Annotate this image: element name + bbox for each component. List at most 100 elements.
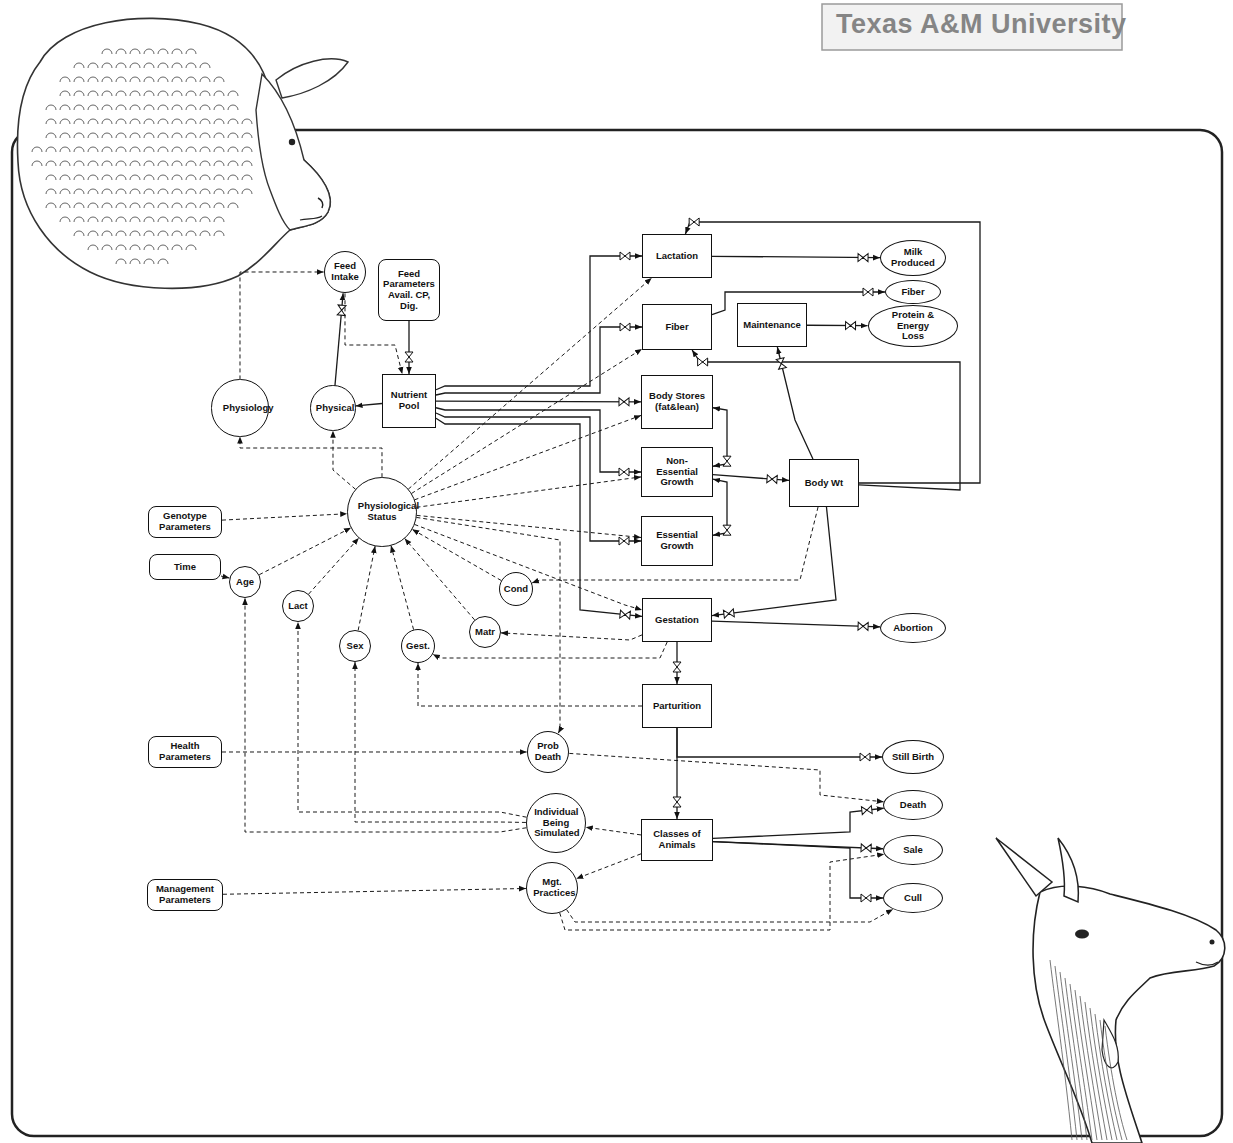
- wool-curl: [214, 203, 224, 208]
- node-text: Gest.: [406, 641, 430, 652]
- auxiliary-circle: Physiological Status: [347, 477, 417, 547]
- wool-curl: [172, 245, 182, 250]
- wool-curl: [88, 203, 98, 208]
- wool-curl: [186, 217, 196, 222]
- valve-symbol: [858, 254, 868, 262]
- wool-curl: [200, 231, 210, 236]
- stock-box: Maintenance: [737, 303, 807, 347]
- goat-illustration: [996, 838, 1225, 1143]
- wool-curl: [158, 175, 168, 180]
- wool-curl: [60, 147, 70, 152]
- wool-curl: [144, 77, 154, 82]
- node-text: Sale: [903, 845, 923, 856]
- wool-curl: [214, 119, 224, 124]
- info-arrow: [259, 528, 351, 575]
- info-arrow: [408, 278, 651, 489]
- wool-curl: [60, 217, 70, 222]
- wool-curl: [158, 189, 168, 194]
- sink-cloud: Death: [883, 790, 943, 820]
- wool-curl: [60, 175, 70, 180]
- wool-curl: [186, 105, 196, 110]
- sheep-mouth: [300, 216, 322, 220]
- wool-curl: [200, 77, 210, 82]
- auxiliary-circle: Lact: [282, 590, 314, 622]
- wool-curl: [130, 77, 140, 82]
- wool-curl: [60, 161, 70, 166]
- wool-curl: [214, 189, 224, 194]
- wool-curl: [186, 231, 196, 236]
- goat-wattle: [1102, 1020, 1118, 1068]
- auxiliary-circle: Physiology: [211, 379, 268, 436]
- info-arrow: [586, 827, 641, 835]
- info-arrow: [576, 854, 641, 879]
- info-arrow: [240, 272, 324, 379]
- info-arrow: [405, 538, 475, 619]
- node-text: Essential Growth: [646, 530, 708, 551]
- stock-box: Body Stores (fat&lean): [641, 375, 713, 429]
- wool-curl: [130, 245, 140, 250]
- sink-cloud: Sale: [883, 835, 943, 865]
- wool-curl: [88, 175, 98, 180]
- flow-arrow: [436, 413, 641, 541]
- flow-arrow: [712, 507, 836, 616]
- wool-curl: [102, 77, 112, 82]
- wool-curl: [144, 63, 154, 68]
- sink-cloud: Fiber: [885, 280, 941, 304]
- wool-curl: [144, 175, 154, 180]
- shading-stroke: [1070, 984, 1092, 1140]
- wool-curl: [130, 259, 140, 264]
- stock-box: Nutrient Pool: [382, 374, 436, 428]
- wool-curl: [88, 217, 98, 222]
- wool-curl: [186, 133, 196, 138]
- wool-curl: [144, 91, 154, 96]
- valve-group: [337, 218, 873, 902]
- wool-curl: [172, 147, 182, 152]
- node-text: Individual Being Simulated: [534, 807, 578, 839]
- node-text: Cull: [904, 893, 922, 904]
- goat-mouth: [1196, 962, 1218, 965]
- wool-curl: [144, 133, 154, 138]
- sheep-ear: [276, 59, 348, 98]
- info-arrow: [391, 546, 414, 630]
- wool-curl: [60, 119, 70, 124]
- wool-curl: [242, 189, 252, 194]
- wool-curl: [74, 189, 84, 194]
- wool-curl: [228, 119, 238, 124]
- sheep-face: [256, 74, 330, 230]
- flow-arrow: [712, 621, 880, 627]
- valve-symbol: [723, 525, 731, 535]
- sheep-eye: [289, 139, 295, 145]
- wool-curl: [186, 245, 196, 250]
- sink-cloud: Abortion: [880, 613, 946, 643]
- node-text: Still Birth: [892, 752, 934, 763]
- wool-curl: [172, 133, 182, 138]
- auxiliary-circle: Matr: [469, 616, 501, 648]
- valve-symbol: [619, 468, 629, 476]
- node-text: Gestation: [655, 615, 699, 626]
- node-text: Genotype Parameters: [153, 511, 217, 532]
- info-arrow: [412, 529, 501, 580]
- wool-curl: [214, 105, 224, 110]
- node-text: Classes of Animals: [646, 829, 708, 850]
- wool-curl: [200, 203, 210, 208]
- valve-symbol: [860, 753, 870, 761]
- wool-curl: [172, 49, 182, 54]
- wool-curl: [228, 133, 238, 138]
- wool-curl: [46, 175, 56, 180]
- wool-curl: [88, 105, 98, 110]
- wool-curl: [186, 119, 196, 124]
- wool-curl: [214, 133, 224, 138]
- valve-symbol: [776, 358, 786, 370]
- auxiliary-circle: Feed Intake: [324, 251, 367, 294]
- wool-curl: [186, 189, 196, 194]
- wool-curl: [228, 105, 238, 110]
- sink-cloud: Still Birth: [882, 740, 944, 774]
- wool-curl: [88, 133, 98, 138]
- stamp-text: Texas A&M University: [836, 9, 1127, 40]
- wool-curl: [158, 119, 168, 124]
- wool-curl: [46, 119, 56, 124]
- valve-symbol: [698, 358, 708, 366]
- wool-curl: [102, 49, 112, 54]
- wool-curl: [200, 63, 210, 68]
- sheep-head-outline: [17, 18, 330, 288]
